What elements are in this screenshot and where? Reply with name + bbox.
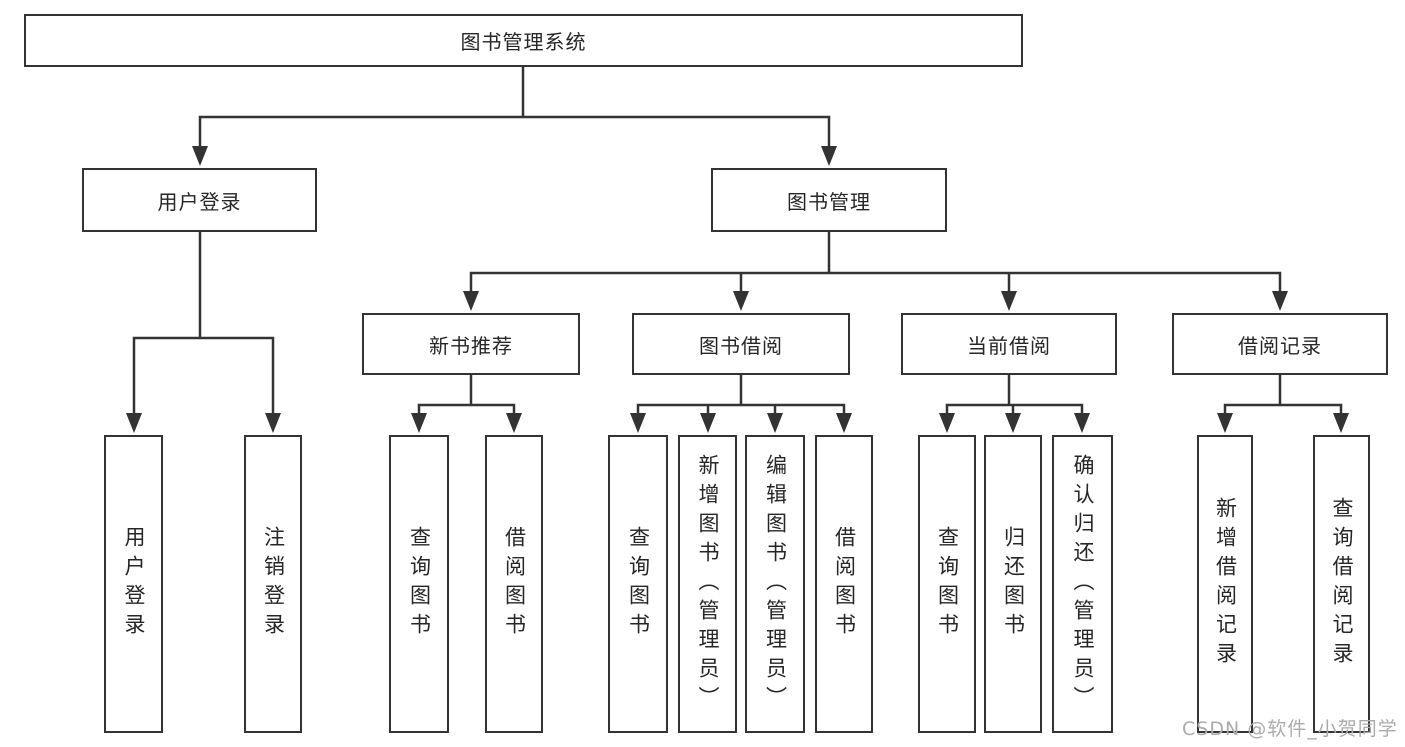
node-current-borrow: 当前借阅 [901,313,1117,375]
leaf-current-confirm-admin-label: 确认归还（管理员） [1071,453,1095,715]
node-current-borrow-label: 当前借阅 [967,333,1051,358]
leaf-current-return-label: 归还图书 [1001,526,1026,642]
leaf-borrow-add-admin: 新增图书（管理员） [678,435,737,733]
leaf-borrow-edit-admin-label: 编辑图书（管理员） [763,453,788,715]
leaf-borrow-book: 借阅图书 [815,435,873,733]
leaf-records-query-label: 查询借阅记录 [1330,497,1354,671]
node-user-login: 用户登录 [82,168,317,232]
node-root-system: 图书管理系统 [24,14,1023,67]
leaf-user-login: 用户登录 [104,435,163,733]
node-new-books-label: 新书推荐 [429,333,513,358]
node-book-mgmt-label: 图书管理 [787,189,871,214]
leaf-records-add-label: 新增借阅记录 [1213,497,1238,671]
leaf-newbooks-query: 查询图书 [389,435,449,733]
leaf-newbooks-borrow-label: 借阅图书 [502,526,527,642]
leaf-borrow-query: 查询图书 [608,435,668,733]
node-new-books: 新书推荐 [362,313,580,375]
leaf-logout-label: 注销登录 [261,526,286,642]
node-borrow-records-label: 借阅记录 [1238,333,1322,358]
node-book-borrow: 图书借阅 [632,313,850,375]
node-root-label: 图书管理系统 [460,30,587,54]
leaf-records-add: 新增借阅记录 [1197,435,1253,733]
leaf-records-query: 查询借阅记录 [1313,435,1370,733]
leaf-user-login-label: 用户登录 [122,526,146,642]
leaf-current-query-label: 查询图书 [935,526,960,642]
leaf-borrow-edit-admin: 编辑图书（管理员） [745,435,805,733]
leaf-current-query: 查询图书 [918,435,976,733]
leaf-current-confirm-admin: 确认归还（管理员） [1052,435,1113,733]
leaf-borrow-book-label: 借阅图书 [832,526,857,642]
leaf-borrow-add-admin-label: 新增图书（管理员） [696,453,720,715]
leaf-current-return: 归还图书 [984,435,1042,733]
leaf-newbooks-query-label: 查询图书 [407,526,432,642]
leaf-borrow-query-label: 查询图书 [626,526,651,642]
leaf-logout: 注销登录 [244,435,302,733]
node-user-login-label: 用户登录 [157,189,242,214]
node-borrow-records: 借阅记录 [1172,313,1388,375]
node-book-mgmt: 图书管理 [711,168,947,232]
leaf-newbooks-borrow: 借阅图书 [485,435,543,733]
connector-lines [132,65,1343,419]
csdn-watermark: CSDN @软件_小贺同学 [1182,718,1398,740]
node-book-borrow-label: 图书借阅 [699,333,783,358]
